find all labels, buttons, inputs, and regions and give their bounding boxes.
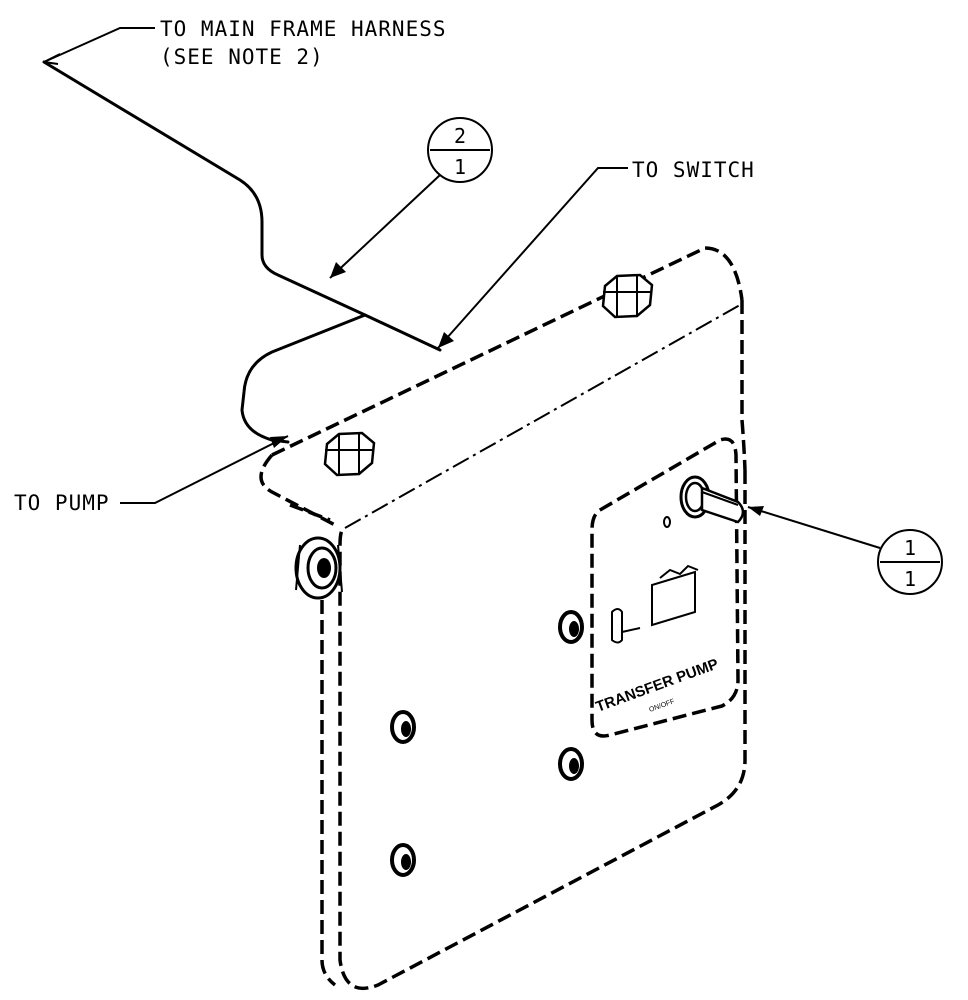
hex-bolt-icon xyxy=(601,273,654,319)
hex-bolt-icon xyxy=(323,431,376,477)
decal-subtext: ON/OFF xyxy=(648,698,675,714)
balloon-circle xyxy=(427,117,493,183)
mounting-hole xyxy=(390,843,416,877)
to-pump-callout: TO PUMP xyxy=(14,435,289,515)
arrowhead-icon xyxy=(748,506,764,516)
item-balloon-2-1: 2 1 xyxy=(329,117,493,279)
pump-symbol-icon xyxy=(651,564,699,627)
harness-wire xyxy=(42,60,442,352)
main-harness-callout: TO MAIN FRAME HARNESS (SEE NOTE 2) xyxy=(43,17,447,69)
balloon-circle xyxy=(877,529,943,595)
item-balloon-1-1: 1 1 xyxy=(747,506,943,595)
mounting-hole xyxy=(558,747,584,781)
balloon-2-1-top: 2 xyxy=(454,124,466,148)
mounting-holes xyxy=(390,610,584,877)
side-fitting xyxy=(294,536,343,600)
arrowhead-icon xyxy=(438,332,454,348)
arrowhead-icon xyxy=(270,436,288,448)
top-bolt-right xyxy=(601,273,654,319)
mounting-hole xyxy=(390,710,416,744)
pump-branch-wire xyxy=(240,313,367,444)
to-switch-label: TO SWITCH xyxy=(632,158,755,182)
mounting-bracket xyxy=(259,246,747,991)
main-harness-label-line2: (SEE NOTE 2) xyxy=(160,45,324,69)
arrowhead-icon xyxy=(330,262,346,278)
balloon-1-1-bottom: 1 xyxy=(904,567,916,591)
main-harness-label-line1: TO MAIN FRAME HARNESS xyxy=(160,17,447,41)
to-pump-label: TO PUMP xyxy=(14,491,110,515)
mounting-hole xyxy=(558,610,584,644)
toggle-switch xyxy=(679,475,745,524)
balloon-2-1-bottom: 1 xyxy=(454,155,466,179)
to-switch-callout: TO SWITCH xyxy=(437,158,755,349)
switch-decal: TRANSFER PUMP ON/OFF xyxy=(590,437,740,738)
balloon-1-1-top: 1 xyxy=(904,536,916,560)
top-bolt-left xyxy=(323,431,376,477)
